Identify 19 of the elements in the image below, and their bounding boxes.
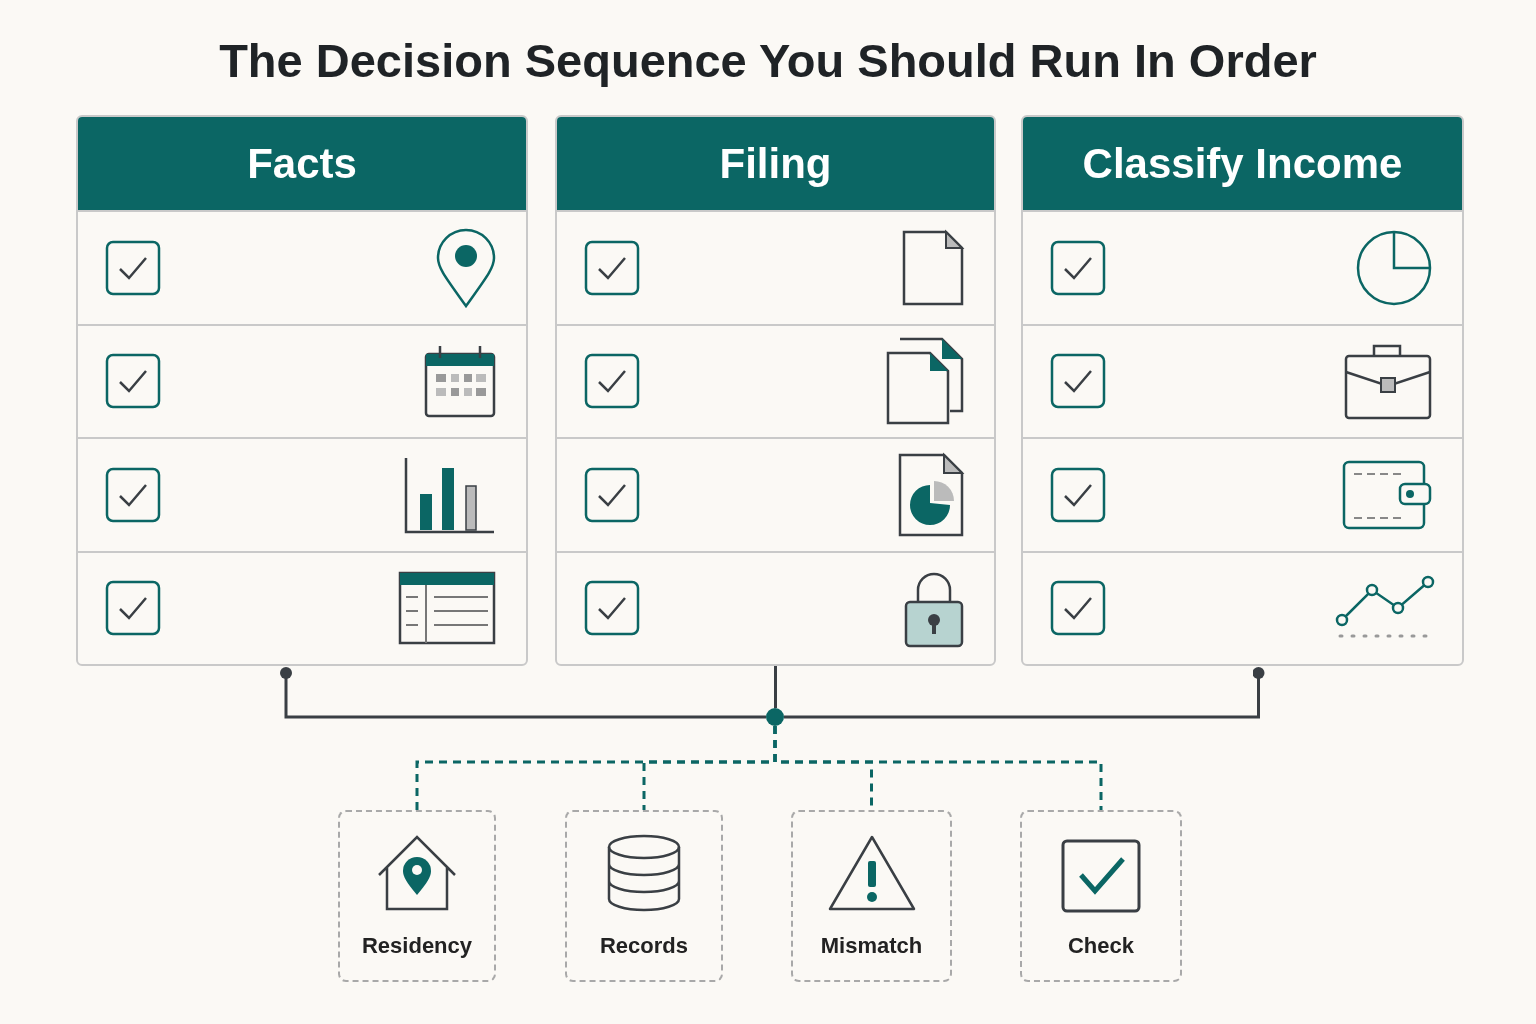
dashed-box bbox=[338, 810, 496, 982]
dashed-connector bbox=[773, 726, 1103, 810]
box-label: Records bbox=[599, 932, 688, 960]
connector-line bbox=[784, 667, 1265, 719]
dashed-box bbox=[791, 810, 952, 982]
diagram-title: The Decision Sequence You Should Run In Order bbox=[218, 33, 1318, 89]
panel-title: Facts bbox=[247, 139, 357, 189]
panel-title: Classify Income bbox=[1082, 139, 1403, 189]
dashed-box bbox=[565, 810, 723, 982]
panel-title: Filing bbox=[719, 139, 832, 189]
box-label: Residency bbox=[361, 932, 473, 960]
checklist-panel bbox=[555, 115, 996, 666]
connector-line bbox=[774, 666, 777, 708]
checklist-panel bbox=[76, 115, 528, 666]
checklist-panel bbox=[1021, 115, 1464, 666]
box-label: Mismatch bbox=[820, 932, 923, 960]
dashed-box bbox=[1020, 810, 1182, 982]
connector-line bbox=[280, 667, 766, 719]
box-label: Check bbox=[1067, 932, 1134, 960]
